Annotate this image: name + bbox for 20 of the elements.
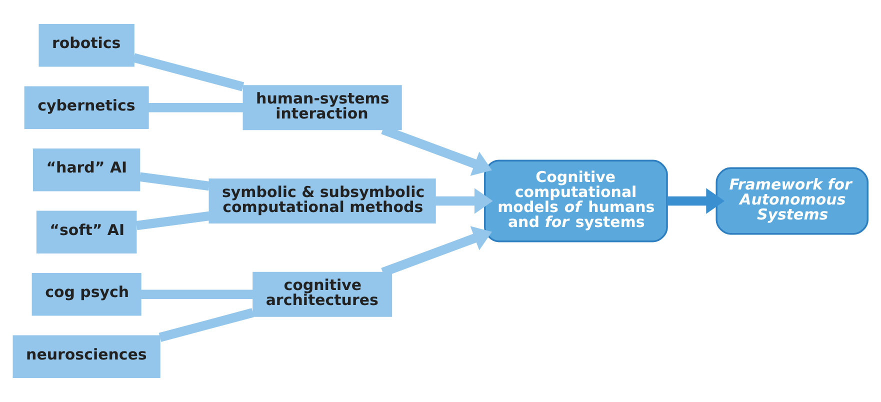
node-box: cog psych <box>32 273 142 316</box>
connector <box>132 53 244 92</box>
arrow <box>667 188 725 214</box>
connector <box>140 290 254 299</box>
node-box: Cognitive computational models of humans and for systems <box>484 160 668 242</box>
connector <box>136 211 210 230</box>
connector <box>139 172 210 191</box>
connector <box>158 308 254 342</box>
node-box: symbolic & subsymbolic computational methods <box>208 178 436 224</box>
node-box: “soft” AI <box>36 210 137 254</box>
arrow <box>381 226 492 277</box>
node-box: human-systems interaction <box>242 85 402 130</box>
node-box: robotics <box>38 24 134 67</box>
node-box: cybernetics <box>24 86 149 129</box>
connector <box>148 103 244 112</box>
node-box: Framework for Autonomous Systems <box>716 167 868 235</box>
node-box: “hard” AI <box>32 148 140 192</box>
node-box: neurosciences <box>12 335 160 378</box>
node-box: cognitive architectures <box>252 272 392 317</box>
arrow <box>436 188 493 214</box>
